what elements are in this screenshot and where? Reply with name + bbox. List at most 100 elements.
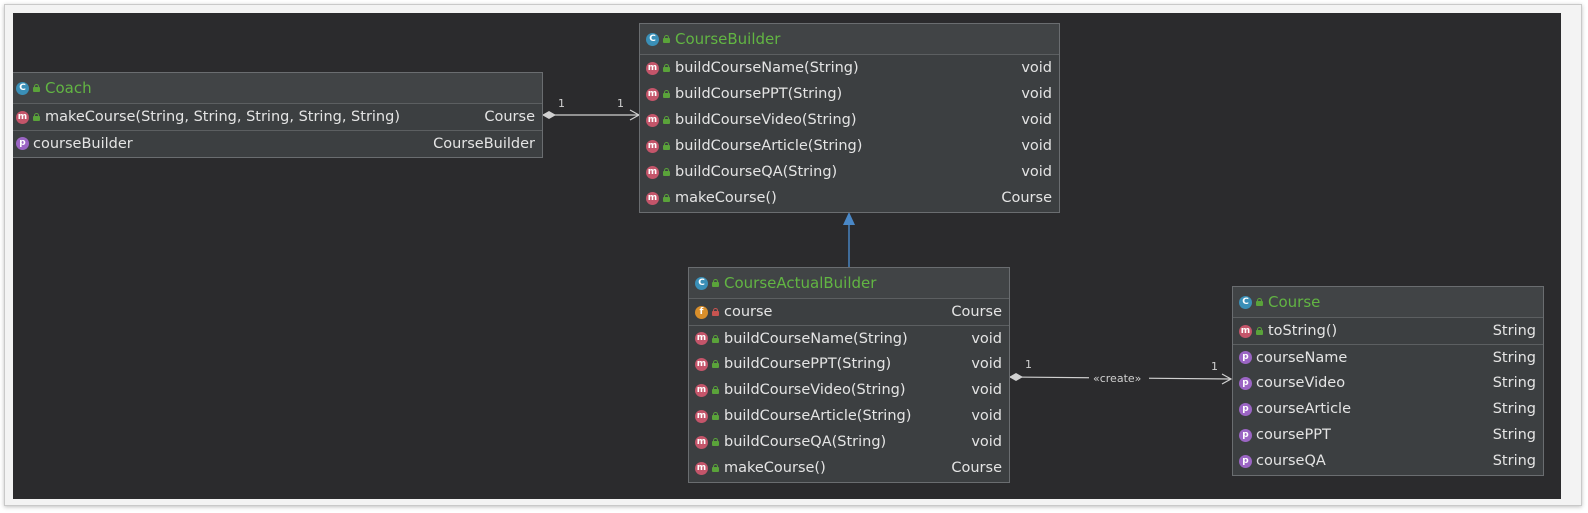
public-visibility-icon bbox=[1255, 327, 1264, 335]
method-signature: makeCourse(String, String, String, Strin… bbox=[45, 109, 400, 125]
class-icon: C bbox=[16, 81, 29, 95]
return-type: void bbox=[1021, 86, 1052, 102]
method-icon: m bbox=[695, 332, 708, 345]
property-name: courseArticle bbox=[1256, 401, 1351, 417]
return-type: void bbox=[971, 330, 1002, 347]
method-row[interactable]: m buildCourseName(String) void bbox=[689, 325, 1009, 351]
multiplicity-label: 1 bbox=[1211, 360, 1218, 373]
property-icon: p bbox=[1239, 428, 1252, 442]
public-visibility-icon bbox=[662, 35, 671, 43]
property-type: String bbox=[1492, 349, 1536, 366]
method-icon: m bbox=[16, 110, 29, 124]
property-icon: p bbox=[1239, 351, 1252, 364]
class-icon: C bbox=[1239, 295, 1252, 309]
public-visibility-icon bbox=[711, 279, 720, 287]
return-type: void bbox=[1021, 138, 1052, 154]
property-type: String bbox=[1492, 453, 1536, 469]
return-type: void bbox=[971, 434, 1002, 450]
method-signature: buildCourseName(String) bbox=[724, 330, 908, 347]
public-visibility-icon bbox=[711, 334, 720, 343]
public-visibility-icon bbox=[711, 412, 720, 420]
property-icon: p bbox=[1239, 376, 1252, 390]
method-signature: buildCourseQA(String) bbox=[724, 434, 887, 450]
method-signature: buildCourseVideo(String) bbox=[724, 382, 906, 398]
class-name: Course bbox=[1268, 293, 1321, 311]
class-icon: C bbox=[646, 32, 659, 46]
composition-diamond bbox=[542, 111, 556, 119]
multiplicity-label: 1 bbox=[558, 97, 565, 110]
diagram-canvas: 1 1 «create» 1 1 C Coach m make bbox=[13, 13, 1561, 499]
method-row[interactable]: m buildCourseName(String) void bbox=[640, 55, 1059, 81]
method-row[interactable]: m toString() String bbox=[1233, 318, 1543, 344]
method-row[interactable]: m buildCourseArticle(String) void bbox=[640, 133, 1059, 159]
method-icon: m bbox=[695, 435, 708, 449]
property-icon: p bbox=[1239, 402, 1252, 416]
public-visibility-icon bbox=[32, 113, 41, 121]
property-type: String bbox=[1492, 375, 1536, 391]
field-row[interactable]: f course Course bbox=[689, 299, 1009, 325]
method-icon: m bbox=[646, 87, 659, 101]
method-signature: buildCourseName(String) bbox=[675, 60, 859, 76]
public-visibility-icon bbox=[711, 438, 720, 446]
method-signature: toString() bbox=[1268, 323, 1338, 339]
class-name: CourseBuilder bbox=[675, 30, 781, 48]
property-row[interactable]: p courseBuilder CourseBuilder bbox=[13, 130, 542, 156]
method-row[interactable]: m buildCourseQA(String) void bbox=[640, 159, 1059, 185]
method-row[interactable]: m buildCourseQA(String) void bbox=[689, 429, 1009, 455]
inheritance-arrow-head bbox=[843, 212, 855, 225]
property-row[interactable]: p coursePPT String bbox=[1233, 422, 1543, 448]
method-icon: m bbox=[646, 139, 659, 153]
property-name: coursePPT bbox=[1256, 427, 1331, 443]
property-type: String bbox=[1492, 427, 1536, 443]
method-icon: m bbox=[646, 191, 659, 205]
public-visibility-icon bbox=[662, 194, 671, 202]
method-signature: buildCourseQA(String) bbox=[675, 164, 838, 180]
property-type: String bbox=[1492, 401, 1536, 417]
composition-diamond bbox=[1009, 373, 1023, 381]
return-type: void bbox=[971, 356, 1002, 372]
stereotype-bg bbox=[1089, 372, 1149, 384]
method-row[interactable]: m makeCourse() Course bbox=[640, 185, 1059, 211]
method-icon: m bbox=[646, 165, 659, 179]
method-row[interactable]: m buildCourseVideo(String) void bbox=[689, 377, 1009, 403]
class-name: CourseActualBuilder bbox=[724, 274, 877, 292]
field-icon: f bbox=[695, 305, 708, 319]
method-signature: buildCoursePPT(String) bbox=[675, 86, 843, 102]
field-name: course bbox=[724, 304, 773, 320]
method-signature: buildCoursePPT(String) bbox=[724, 356, 892, 372]
class-course-actual-builder[interactable]: C CourseActualBuilder f course Course m … bbox=[688, 267, 1010, 483]
method-row[interactable]: m buildCourseVideo(String) void bbox=[640, 107, 1059, 133]
stereotype-label: «create» bbox=[1093, 372, 1141, 385]
property-row[interactable]: p courseArticle String bbox=[1233, 396, 1543, 422]
method-row[interactable]: m buildCourseArticle(String) void bbox=[689, 403, 1009, 429]
method-icon: m bbox=[1239, 324, 1252, 338]
method-row[interactable]: m buildCoursePPT(String) void bbox=[689, 351, 1009, 377]
return-type: void bbox=[971, 382, 1002, 398]
class-coach[interactable]: C Coach m makeCourse(String, String, Str… bbox=[13, 72, 543, 158]
return-type: void bbox=[1021, 164, 1052, 180]
class-course-builder[interactable]: C CourseBuilder m buildCourseName(String… bbox=[639, 23, 1060, 213]
method-icon: m bbox=[646, 113, 659, 127]
property-row[interactable]: p courseName String bbox=[1233, 344, 1543, 370]
screenshot-frame: 1 1 «create» 1 1 C Coach m make bbox=[4, 4, 1582, 506]
property-row[interactable]: p courseQA String bbox=[1233, 448, 1543, 474]
property-name: courseQA bbox=[1256, 453, 1326, 469]
method-row[interactable]: m buildCoursePPT(String) void bbox=[640, 81, 1059, 107]
method-signature: buildCourseVideo(String) bbox=[675, 112, 857, 128]
public-visibility-icon bbox=[662, 116, 671, 124]
class-name: Coach bbox=[45, 79, 92, 97]
property-icon: p bbox=[1239, 454, 1252, 468]
return-type: void bbox=[1021, 60, 1052, 76]
multiplicity-label: 1 bbox=[1025, 358, 1032, 371]
property-type: CourseBuilder bbox=[433, 135, 535, 152]
class-course[interactable]: C Course m toString() String p courseNam… bbox=[1232, 286, 1544, 476]
public-visibility-icon bbox=[662, 142, 671, 150]
property-row[interactable]: p courseVideo String bbox=[1233, 370, 1543, 396]
return-type: Course bbox=[1001, 190, 1052, 206]
property-name: courseBuilder bbox=[33, 135, 133, 152]
relations-layer: 1 1 «create» 1 1 bbox=[542, 97, 1233, 385]
multiplicity-label: 1 bbox=[617, 97, 624, 110]
method-row[interactable]: m makeCourse(String, String, String, Str… bbox=[13, 104, 542, 130]
method-icon: m bbox=[695, 409, 708, 423]
method-row[interactable]: m makeCourse() Course bbox=[689, 455, 1009, 481]
